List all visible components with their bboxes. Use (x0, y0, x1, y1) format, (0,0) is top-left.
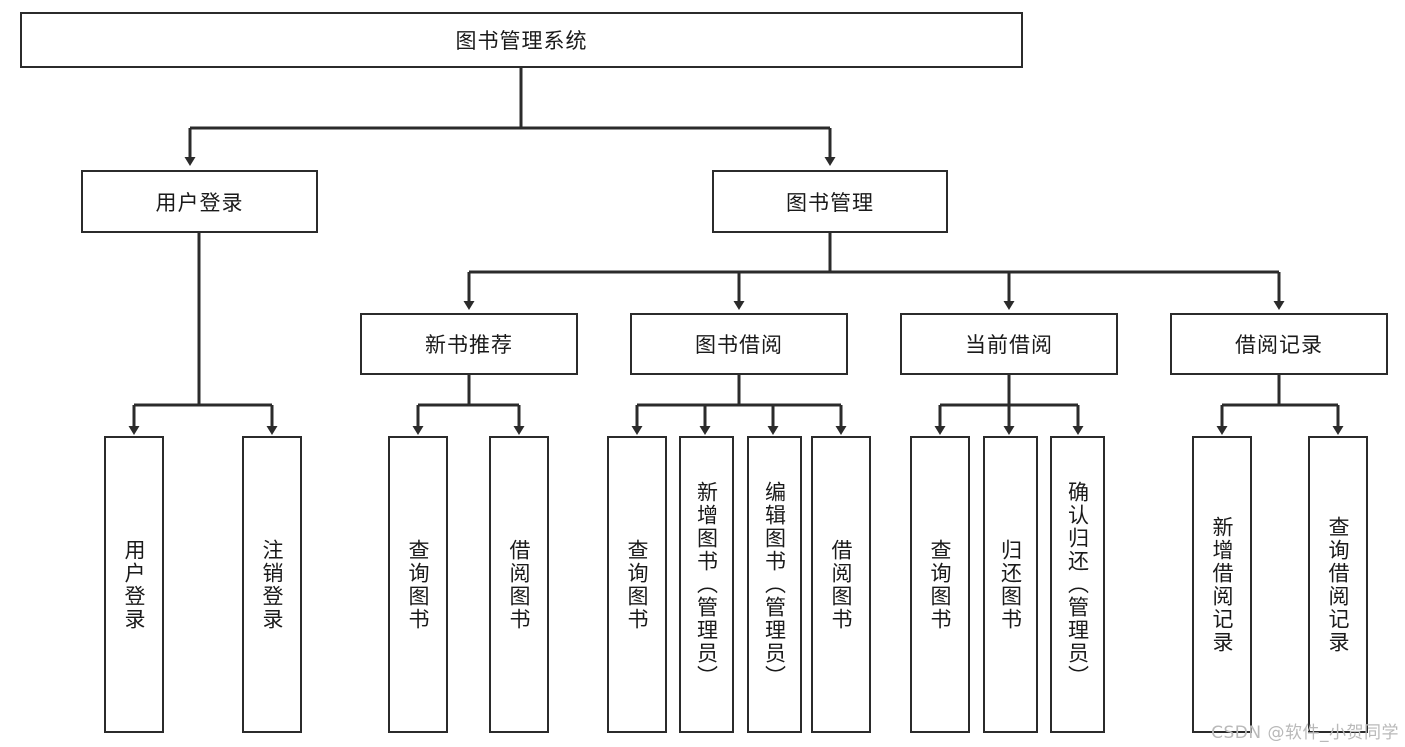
node-label: 新书推荐 (425, 333, 513, 357)
node-leaf-add-book-admin[interactable]: 新增图书（管理员） (679, 436, 734, 733)
node-label: 当前借阅 (965, 333, 1053, 357)
node-label: 用户登录 (122, 538, 147, 631)
node-label: 编辑图书（管理员） (762, 481, 787, 688)
node-leaf-confirm-return-admin[interactable]: 确认归还（管理员） (1050, 436, 1105, 733)
node-current-borrow[interactable]: 当前借阅 (900, 313, 1118, 375)
node-label: 用户登录 (155, 190, 244, 215)
node-leaf-edit-book-admin[interactable]: 编辑图书（管理员） (747, 436, 802, 733)
node-leaf-user-login[interactable]: 用户登录 (104, 436, 164, 733)
node-leaf-return-book[interactable]: 归还图书 (983, 436, 1038, 733)
node-label: 查询图书 (406, 538, 431, 631)
node-label: 查询借阅记录 (1326, 515, 1351, 654)
node-user-login[interactable]: 用户登录 (81, 170, 318, 233)
node-leaf-borrow-book-new[interactable]: 借阅图书 (489, 436, 549, 733)
node-label: 查询图书 (928, 538, 953, 631)
watermark-text: CSDN @软件_小贺同学 (1211, 723, 1399, 743)
node-label: 借阅图书 (829, 538, 854, 631)
node-label: 归还图书 (998, 538, 1023, 631)
node-leaf-query-book-borrow[interactable]: 查询图书 (607, 436, 667, 733)
node-new-book-recommend[interactable]: 新书推荐 (360, 313, 578, 375)
node-book-management[interactable]: 图书管理 (712, 170, 948, 233)
node-leaf-query-borrow-record[interactable]: 查询借阅记录 (1308, 436, 1368, 733)
node-borrow-records[interactable]: 借阅记录 (1170, 313, 1388, 375)
node-root-system[interactable]: 图书管理系统 (20, 12, 1023, 68)
node-label: 查询图书 (625, 538, 650, 631)
node-label: 借阅图书 (507, 538, 532, 631)
node-label: 新增借阅记录 (1210, 515, 1235, 654)
node-label: 借阅记录 (1235, 333, 1323, 357)
node-label: 图书管理 (786, 190, 874, 215)
node-label: 确认归还（管理员） (1065, 481, 1090, 688)
node-label: 注销登录 (260, 538, 285, 631)
node-leaf-query-book-new[interactable]: 查询图书 (388, 436, 448, 733)
node-label: 图书管理系统 (455, 29, 588, 53)
node-book-borrow[interactable]: 图书借阅 (630, 313, 848, 375)
node-leaf-add-borrow-record[interactable]: 新增借阅记录 (1192, 436, 1252, 733)
node-leaf-borrow-book[interactable]: 借阅图书 (811, 436, 871, 733)
node-leaf-logout[interactable]: 注销登录 (242, 436, 302, 733)
node-leaf-query-book-current[interactable]: 查询图书 (910, 436, 970, 733)
node-label: 图书借阅 (695, 333, 783, 357)
node-label: 新增图书（管理员） (694, 481, 719, 688)
